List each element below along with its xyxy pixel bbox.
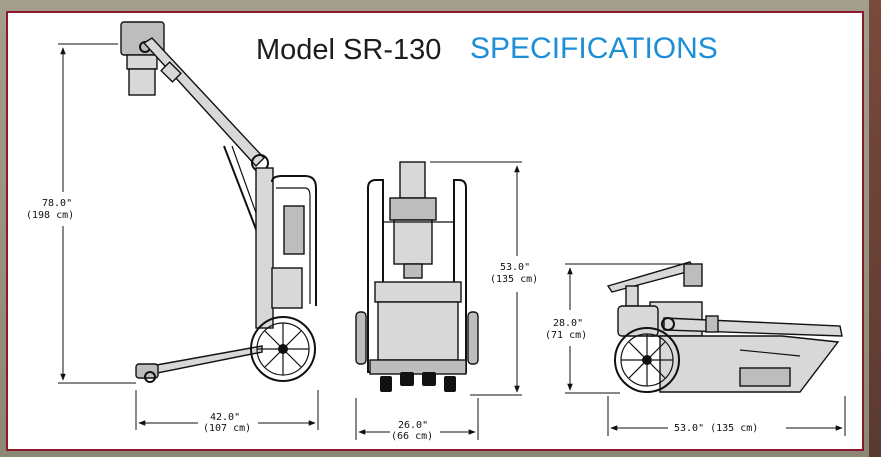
front-view-unit — [355, 161, 479, 392]
folded-tube-head — [683, 263, 703, 287]
folded-view-unit — [606, 261, 843, 393]
front-view-dimensions: 53.0" (135 cm) 26.0" (66 cm) — [355, 161, 538, 442]
front-collimator — [393, 219, 433, 265]
folded-handle-box — [617, 305, 659, 337]
folded-wheel — [614, 327, 680, 393]
side-view-unit — [120, 21, 317, 383]
side-length-cm: (107 cm) — [203, 423, 251, 434]
front-caster-2 — [400, 372, 414, 386]
folded-view-dimensions: 28.0" (71 cm) 53.0" (135 cm) — [545, 263, 846, 436]
side-handle-inner — [276, 187, 311, 304]
folded-base-line — [739, 349, 801, 357]
side-collimator-lower — [128, 68, 156, 96]
front-left-wheel — [355, 311, 367, 365]
front-width-cm: (66 cm) — [391, 431, 433, 442]
front-height-inches: 53.0" — [500, 262, 530, 273]
side-length-inches: 42.0" — [210, 412, 240, 423]
folded-boom-clamp — [705, 315, 719, 333]
folded-base-box — [739, 367, 791, 387]
side-front-caster-wheel — [144, 371, 156, 383]
front-tube-top — [399, 161, 426, 199]
model-title: Model SR-130 — [256, 34, 442, 66]
front-neck — [403, 263, 423, 279]
folded-height-cm: (71 cm) — [545, 330, 587, 341]
front-body — [377, 301, 459, 361]
right-edge-stripe — [869, 0, 881, 457]
side-handle — [271, 175, 317, 306]
front-tube-head — [389, 197, 437, 221]
front-caster-1 — [380, 376, 392, 392]
folded-boom-pivot — [661, 317, 675, 331]
folded-length: 53.0" (135 cm) — [674, 423, 758, 434]
specifications-title: SPECIFICATIONS — [470, 32, 718, 65]
folded-tube-post — [625, 285, 639, 307]
front-caster-3 — [422, 372, 436, 386]
front-width-inches: 26.0" — [398, 420, 428, 431]
side-battery-box — [283, 205, 305, 255]
side-height-inches: 78.0" — [42, 198, 72, 209]
folded-tube-bar — [606, 261, 696, 293]
side-front-caster — [135, 363, 159, 379]
side-view-dimensions: 78.0" (198 cm) 42.0" (107 cm) — [26, 43, 319, 434]
front-crossbar — [374, 281, 462, 303]
front-right-wheel — [467, 311, 479, 365]
side-column — [255, 167, 274, 329]
front-base — [369, 359, 467, 375]
side-collimator — [126, 54, 158, 70]
side-control-box — [271, 267, 303, 309]
side-arm-joint — [160, 61, 182, 83]
front-right-rail — [453, 179, 467, 373]
side-height-cm: (198 cm) — [26, 210, 74, 221]
front-caster-4 — [444, 376, 456, 392]
front-height-cm: (135 cm) — [490, 274, 538, 285]
folded-height-inches: 28.0" — [553, 318, 583, 329]
side-arm — [142, 37, 265, 168]
side-wheel — [250, 316, 316, 382]
